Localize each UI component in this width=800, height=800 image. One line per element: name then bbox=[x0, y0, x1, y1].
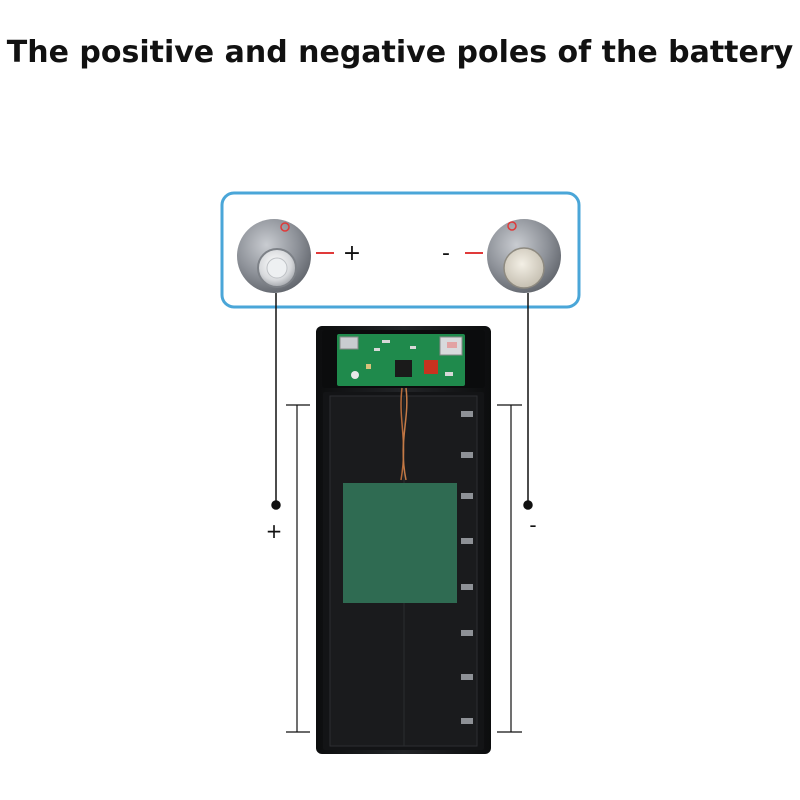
power-bank-case bbox=[316, 326, 491, 754]
page-title: The positive and negative poles of the b… bbox=[6, 35, 794, 70]
circuit-board bbox=[337, 334, 465, 386]
poles-callout: + - bbox=[220, 191, 581, 309]
callout-frame bbox=[220, 191, 581, 309]
side-label-positive: + bbox=[266, 519, 283, 543]
positive-bracket bbox=[286, 404, 310, 733]
negative-cell-icon bbox=[487, 219, 561, 293]
connector-lines bbox=[271, 293, 533, 510]
negative-symbol: - bbox=[442, 241, 450, 266]
battery-springs bbox=[461, 411, 473, 724]
positive-cell-icon bbox=[237, 219, 311, 293]
insulating-pad bbox=[343, 483, 457, 603]
positive-symbol: + bbox=[343, 241, 361, 266]
side-label-negative: - bbox=[529, 513, 536, 537]
negative-bracket bbox=[497, 404, 522, 733]
